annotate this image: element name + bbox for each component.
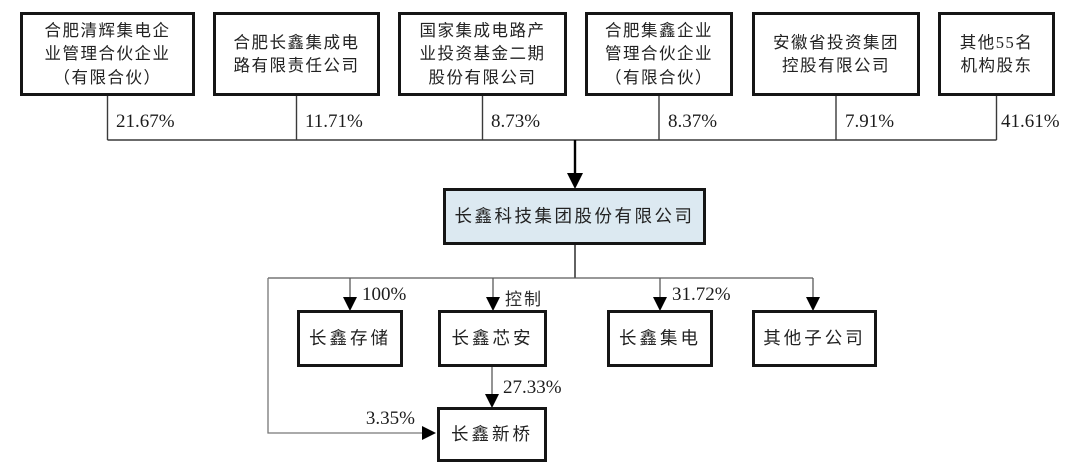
parent-to-xinqiao-elbow-line (267, 278, 422, 434)
ownership-percentage-label: 8.37% (668, 111, 718, 132)
subsidiary-drop-lines (349, 278, 814, 299)
shareholder-box-changxin-ic: 合肥长鑫集成电 路有限责任公司 (213, 12, 380, 96)
ownership-percentage-label: 11.71% (305, 111, 363, 132)
arrowhead-other-subs-icon (806, 297, 820, 311)
company-name: 国家集成电路产 业投资基金二期 股份有限公司 (419, 20, 546, 87)
parent-company-box: 长鑫科技集团股份有限公司 (443, 188, 706, 245)
subsidiary-box-cxmt-storage: 长鑫存储 (297, 310, 403, 367)
parent-company-name: 长鑫科技集团股份有限公司 (454, 206, 695, 227)
ownership-percentage-label: 7.91% (845, 111, 895, 132)
shareholder-stub-lines (106, 96, 998, 140)
shareholder-box-qinghui: 合肥清辉集电企 业管理合伙企业 （有限合伙） (20, 12, 195, 96)
arrowhead-xinqiao-left-icon (422, 426, 436, 440)
company-name: 长鑫存储 (309, 328, 391, 349)
arrowhead-cxmt-icon (343, 297, 357, 311)
xinqiao-pct-from-xinan-label: 27.33% (503, 377, 562, 398)
company-name: 安徽省投资集团 控股有限公司 (773, 32, 899, 75)
subsidiary-link-label: 控制 (505, 290, 543, 309)
shareholder-box-anhui-investment: 安徽省投资集团 控股有限公司 (752, 12, 920, 96)
company-name: 其他55名 机构股东 (959, 32, 1034, 75)
subsidiary-box-other: 其他子公司 (752, 310, 877, 367)
company-name: 长鑫集电 (619, 328, 701, 349)
ownership-percentage-label: 8.73% (491, 111, 541, 132)
ownership-percentage-label: 41.61% (1001, 111, 1060, 132)
company-name: 长鑫芯安 (451, 328, 534, 349)
shareholder-box-jixin: 合肥集鑫企业 管理合伙企业 （有限合伙） (585, 12, 733, 96)
arrowhead-xinan-icon (486, 297, 500, 311)
xinqiao-pct-from-parent-label: 3.35% (365, 408, 415, 429)
shareholder-box-national-ic-fund: 国家集成电路产 业投资基金二期 股份有限公司 (398, 12, 567, 96)
arrowhead-jidian-icon (653, 297, 667, 311)
subsidiary-link-label: 100% (362, 284, 407, 305)
company-name: 长鑫新桥 (451, 424, 533, 445)
subsidiary-box-xinan: 长鑫芯安 (438, 310, 547, 367)
subsidiary-box-jidian: 长鑫集电 (607, 310, 713, 367)
subsidiary-link-label: 31.72% (672, 284, 731, 305)
arrowhead-xinqiao-top-icon (485, 394, 499, 408)
subsidiary-box-xinqiao: 长鑫新桥 (437, 407, 547, 462)
ownership-percentage-label: 21.67% (116, 111, 175, 132)
company-name: 合肥长鑫集成电 路有限责任公司 (233, 32, 360, 75)
company-name: 合肥清辉集电企 业管理合伙企业 （有限合伙） (44, 20, 171, 87)
parent-arrowhead-icon (567, 173, 583, 189)
company-name: 其他子公司 (763, 328, 866, 349)
company-name: 合肥集鑫企业 管理合伙企业 （有限合伙） (605, 20, 713, 87)
shareholder-box-other-55: 其他55名 机构股东 (938, 12, 1055, 96)
